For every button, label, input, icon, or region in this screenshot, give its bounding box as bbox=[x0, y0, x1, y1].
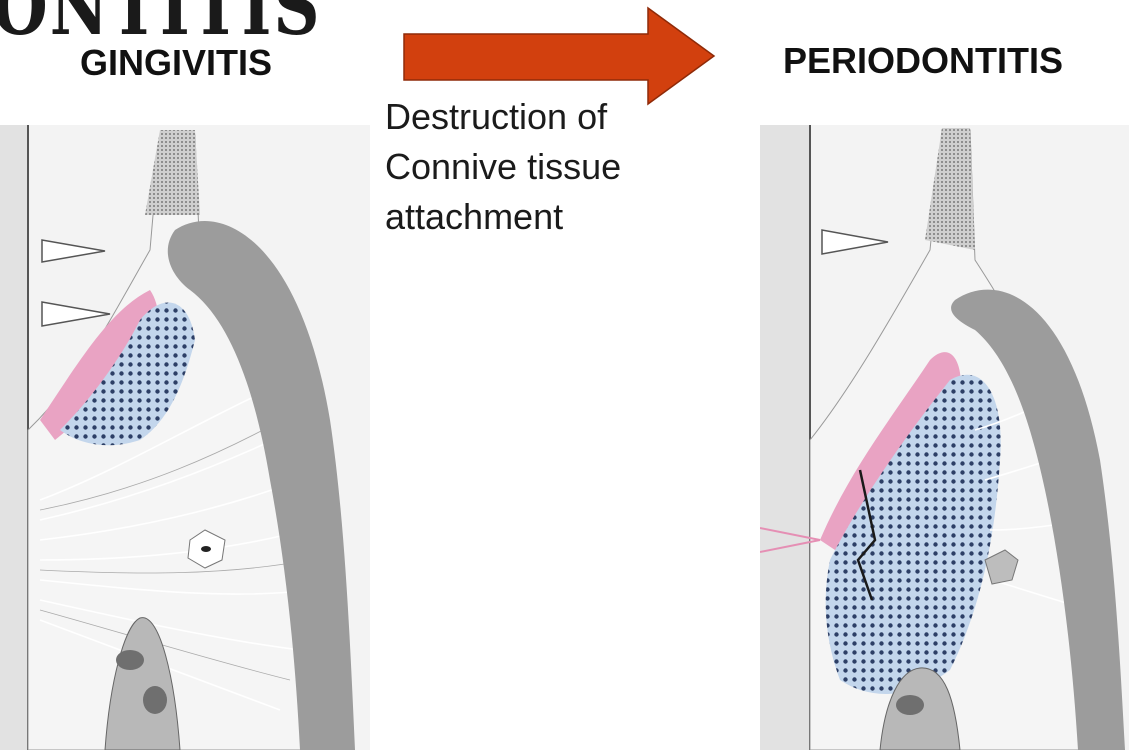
progression-arrow-icon bbox=[400, 6, 720, 106]
arrow-shape bbox=[404, 8, 714, 104]
gingivitis-illustration bbox=[0, 0, 370, 750]
transition-caption: Destruction of Connive tissue attachment bbox=[385, 92, 621, 242]
periodontitis-illustration bbox=[760, 0, 1129, 750]
caption-line-1: Destruction of bbox=[385, 92, 621, 142]
caption-line-3: attachment bbox=[385, 192, 621, 242]
tooth-surface bbox=[0, 125, 28, 750]
caption-line-2: Connive tissue bbox=[385, 142, 621, 192]
tooth-surface bbox=[760, 125, 810, 750]
